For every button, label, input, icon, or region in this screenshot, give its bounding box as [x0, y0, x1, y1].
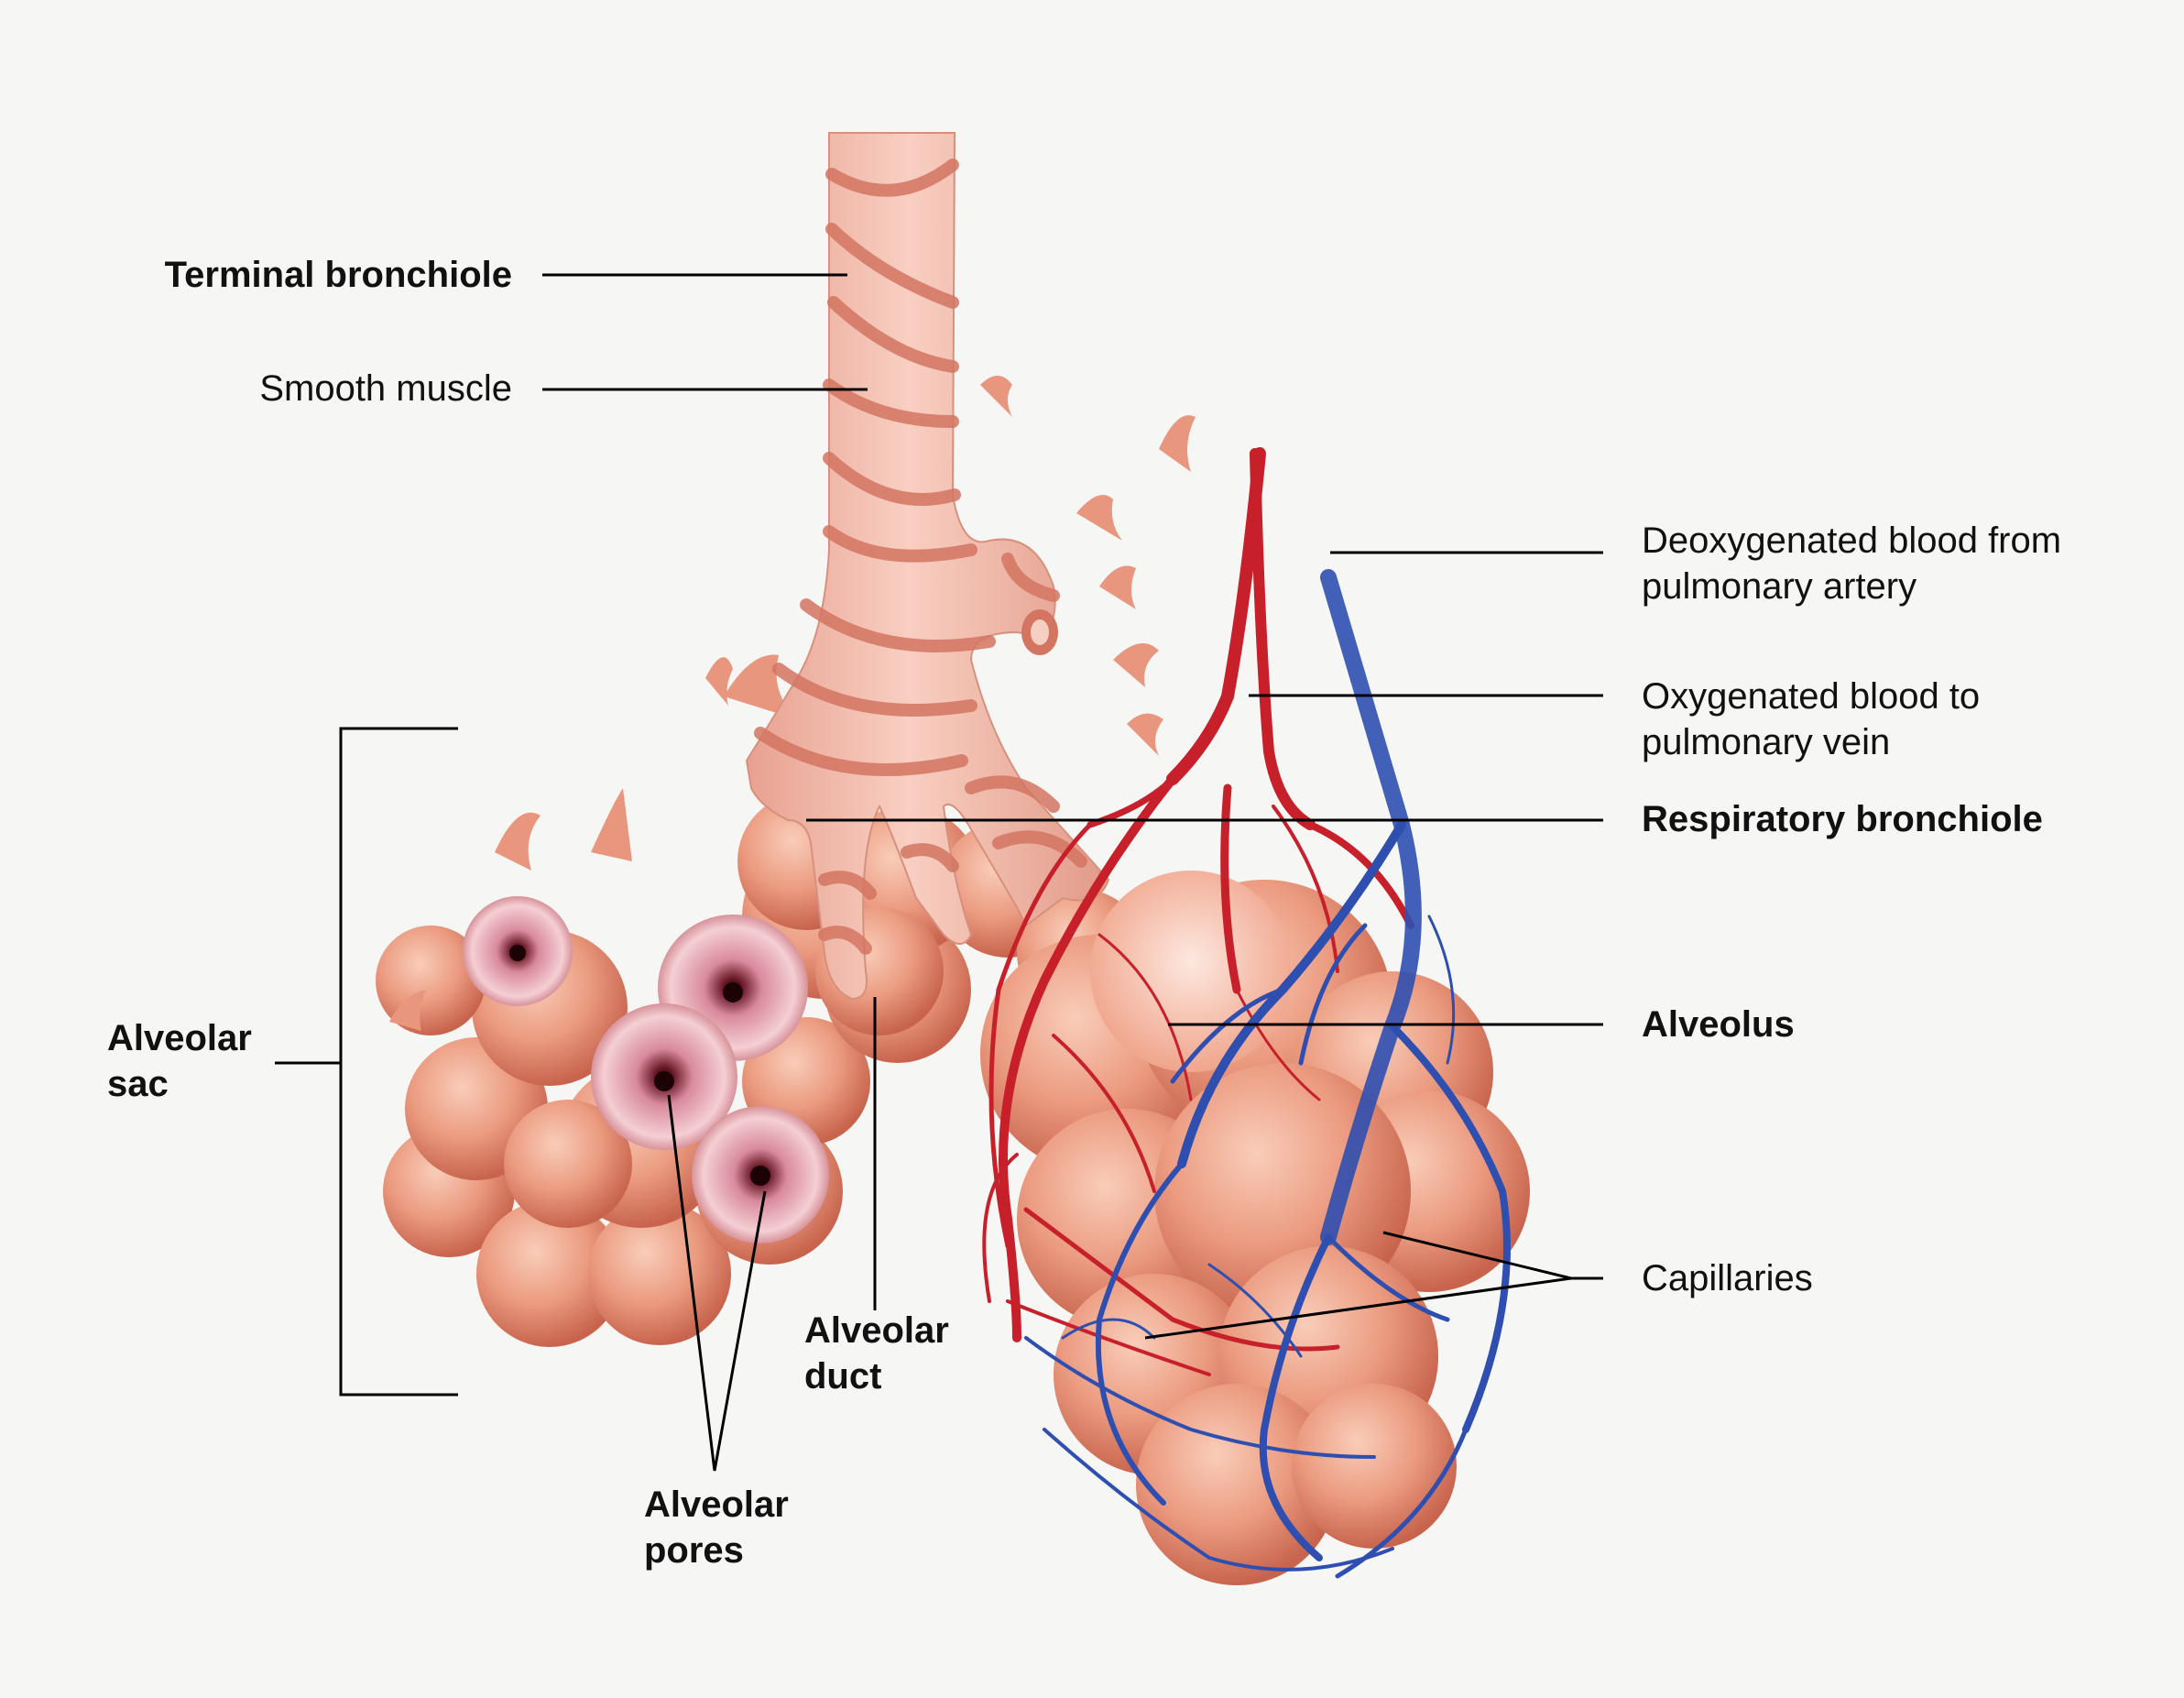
- label-alveolar-duct: Alveolar duct: [804, 1308, 949, 1399]
- alveolus-ball: [504, 1100, 632, 1228]
- label-line: pulmonary vein: [1642, 722, 1891, 762]
- alveolus-cluster-right: [980, 871, 1530, 1585]
- terminal-bronchiole: [745, 132, 1110, 1001]
- label-terminal-bronchiole: Terminal bronchiole: [164, 255, 512, 295]
- smooth-muscle-bands: [754, 159, 1087, 955]
- tissue-fragment: [705, 657, 733, 706]
- alveolar-pore: [654, 1071, 674, 1091]
- label-line: Oxygenated blood to: [1642, 676, 1981, 717]
- label-capillaries: Capillaries: [1642, 1258, 1813, 1298]
- label-alveolar-sac: Alveolar sac: [107, 1015, 252, 1107]
- label-deoxygenated-blood: Deoxygenated blood from pulmonary artery: [1642, 518, 2061, 609]
- leader-alveolar-pores: [667, 1094, 767, 1472]
- label-line: pores: [644, 1530, 744, 1571]
- pulmonary-venule-network: [1024, 569, 1511, 1579]
- label-line: sac: [107, 1064, 169, 1104]
- label-smooth-muscle: Smooth muscle: [259, 368, 512, 409]
- label-line: Deoxygenated blood from: [1642, 520, 2062, 561]
- alveolar-sac-bracket: [339, 727, 458, 1397]
- alveolar-pore: [750, 1166, 770, 1186]
- label-alveolus: Alveolus: [1642, 1004, 1795, 1045]
- label-alveolar-pores: Alveolar pores: [644, 1482, 789, 1573]
- pulmonary-arteriole-network: [982, 447, 1414, 1376]
- label-line: pulmonary artery: [1642, 566, 1917, 607]
- tissue-fragment: [495, 812, 541, 871]
- label-line: duct: [804, 1356, 882, 1397]
- alveolus-ball: [476, 1200, 623, 1347]
- alveolar-pore: [509, 945, 526, 961]
- label-line: Alveolar: [804, 1310, 949, 1351]
- alveolar-pore: [723, 982, 743, 1002]
- tissue-fragment: [591, 788, 632, 861]
- tissue-fragment: [389, 990, 426, 1031]
- label-line: Alveolar: [107, 1018, 252, 1058]
- label-oxygenated-blood: Oxygenated blood to pulmonary vein: [1642, 674, 1980, 765]
- label-line: Alveolar: [644, 1484, 789, 1525]
- label-respiratory-bronchiole: Respiratory bronchiole: [1642, 799, 2043, 839]
- leader-lines: [275, 273, 1603, 1472]
